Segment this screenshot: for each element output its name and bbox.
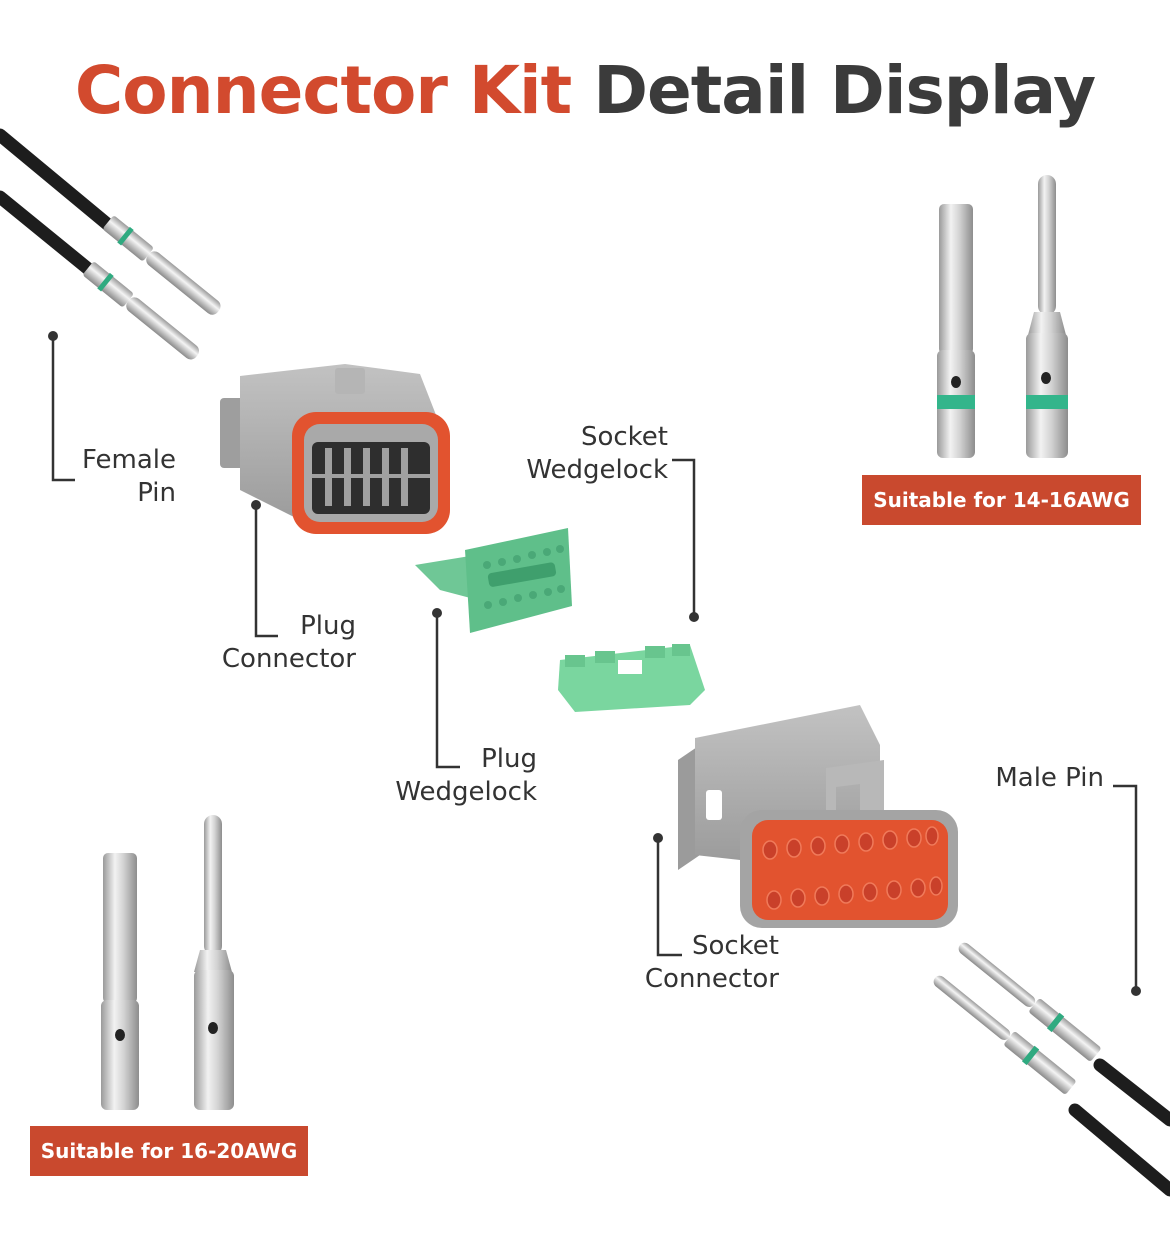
callout-dots (48, 331, 1141, 996)
label-plug-wedgelock: Plug Wedgelock (395, 744, 537, 807)
page-title: Connector Kit Detail Display (0, 52, 1170, 129)
label-socket-connector: Socket Connector (644, 931, 779, 994)
title-accent: Connector Kit (74, 52, 572, 129)
socket-connector (678, 705, 958, 928)
socket-wedgelock (558, 644, 705, 712)
awg-badge-14-16: Suitable for 14-16AWG (862, 475, 1141, 525)
awg-badge-16-20: Suitable for 16-20AWG (30, 1126, 308, 1176)
plug-connector (220, 364, 450, 534)
label-male-pin: Male Pin (995, 763, 1104, 793)
label-socket-wedgelock: Socket Wedgelock (526, 422, 668, 485)
label-female-pin: Female Pin (81, 445, 176, 508)
pins-16-20awg (101, 815, 234, 1110)
male-pin-wires (933, 942, 1170, 1197)
pins-14-16awg (937, 175, 1068, 458)
title-dark: Detail Display (593, 52, 1096, 129)
label-plug-connector: Plug Connector (221, 611, 356, 674)
callout-lines (51, 336, 1138, 991)
plug-wedgelock (415, 528, 572, 633)
female-pin-wires (0, 128, 221, 360)
